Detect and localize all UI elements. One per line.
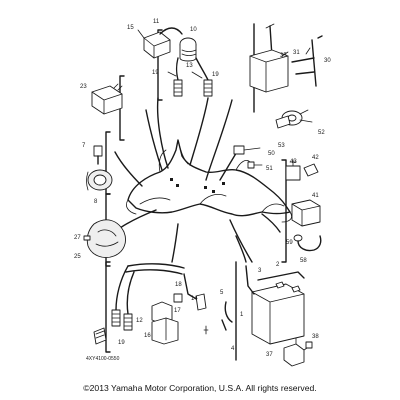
label-52: 52 — [318, 130, 325, 136]
label-17: 17 — [174, 308, 181, 314]
label-18: 18 — [175, 282, 182, 288]
label-15: 15 — [127, 25, 134, 31]
label-7: 7 — [82, 143, 86, 149]
leader-lines — [114, 97, 281, 263]
horn-25-27 — [83, 219, 126, 258]
label-43: 43 — [290, 159, 297, 165]
drawing-reference-icon — [93, 327, 107, 345]
copyright-notice: ©2013 Yamaha Motor Corporation, U.S.A. A… — [83, 383, 317, 393]
label-53: 53 — [278, 143, 285, 149]
label-8: 8 — [94, 199, 98, 205]
label-23: 23 — [80, 84, 87, 90]
switch-group — [233, 145, 321, 227]
label-42: 42 — [312, 155, 319, 161]
label-35: 35 — [280, 53, 287, 59]
relay-23 — [91, 83, 123, 115]
label-50: 50 — [268, 151, 275, 157]
label-51: 51 — [266, 166, 273, 172]
drawing-code: 4XY4100-0550 — [86, 356, 120, 362]
label-12: 12 — [136, 318, 143, 324]
label-58: 58 — [300, 258, 307, 264]
label-5: 5 — [220, 290, 224, 296]
label-38: 38 — [312, 334, 319, 340]
label-1: 1 — [240, 312, 244, 318]
label-19c: 19 — [118, 340, 125, 346]
label-30: 30 — [324, 58, 331, 64]
label-59: 59 — [286, 240, 293, 246]
bracket-assembly — [249, 23, 323, 129]
label-2: 2 — [276, 262, 280, 268]
label-4: 4 — [231, 346, 235, 352]
ignition-coil-assembly — [137, 27, 213, 97]
label-25: 25 — [74, 254, 81, 260]
label-31: 31 — [293, 50, 300, 56]
label-13: 13 — [186, 63, 193, 69]
label-11: 11 — [153, 19, 160, 25]
sensor-7-8 — [86, 145, 113, 191]
label-14: 14 — [191, 296, 198, 302]
harness-and-coils — [111, 263, 209, 345]
label-19b: 19 — [212, 72, 219, 78]
ground-wire-58-59 — [293, 234, 322, 252]
label-27: 27 — [74, 235, 81, 241]
label-3: 3 — [258, 268, 262, 274]
battery-assembly — [221, 265, 313, 367]
label-19a: 19 — [152, 70, 159, 76]
label-16: 16 — [144, 333, 151, 339]
frame-outline — [126, 139, 292, 223]
label-37: 37 — [266, 352, 273, 358]
label-10: 10 — [190, 27, 197, 33]
label-41: 41 — [312, 193, 319, 199]
